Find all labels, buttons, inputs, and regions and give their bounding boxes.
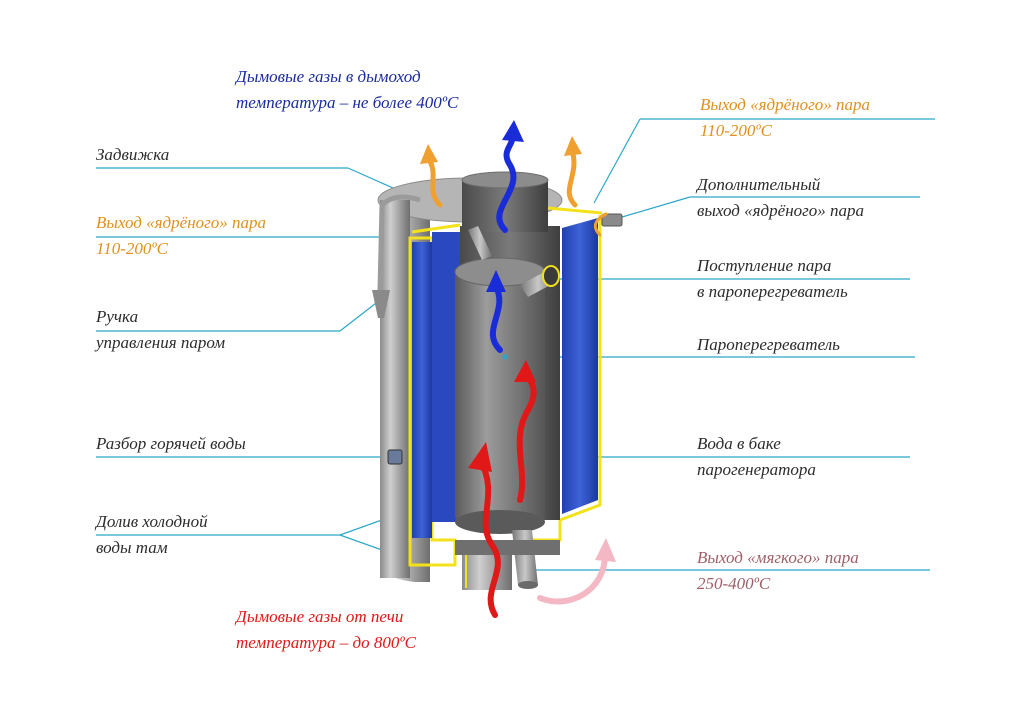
extra-outlet-nozzle [601,213,623,227]
damper-rod [377,194,421,291]
cooled-gas-arrow-2 [496,132,517,233]
water-right [562,218,598,514]
handle-grip [372,290,390,318]
superheater-bottom [455,510,545,534]
label-soft-steam: Выход «мягкого» пара 250-400ºC [697,548,859,593]
soft-steam-arrow [537,552,608,605]
top-rim-left [411,223,461,234]
label-steam-inlet: Поступление пара в пароперегреватель [697,256,848,301]
leader-lines [96,118,935,571]
left-shell-face [380,200,410,578]
soft-steam-pipe-end [518,581,538,589]
water-left [412,242,432,538]
steam-extra-arrow [593,212,608,237]
label-steam-left: Выход «ядрёного» пара 110-200ºC [96,213,267,258]
label-cold-water: Долив холодной воды там [96,512,208,557]
leader-dots [502,354,508,360]
label-steam-right: Выход «ядрёного» пара 110-200ºC [700,95,871,140]
label-damper: Задвижка [96,145,170,164]
steam-generator [372,171,623,590]
leader-cold-water-b [339,519,383,536]
hot-gas-arrow-1 [477,457,501,618]
bottom-flange [455,540,560,555]
flue-pipe-top [461,171,549,189]
leader-handle-b [339,299,381,332]
label-superheater: Пароперегреватель [697,335,840,354]
steam-right-arrow [566,147,578,208]
label-extra-outlet: Дополнительный выход «ядрёного» пара [697,175,865,220]
top-rim-right [547,206,603,215]
cooled-gas-arrow-1 [489,282,503,353]
soft-steam-pipe [512,530,538,585]
bottom-inlet-neck [462,555,512,590]
hot-water-tap [387,449,403,465]
inlet-pipe-mouth [542,265,560,287]
leader-steam-right-b [593,118,641,204]
label-flue-in: Дымовые газы от печи температура – до 80… [236,607,416,652]
label-flue-out: Дымовые газы в дымоход температура – не … [236,67,459,112]
label-water-tank: Вода в баке парогенератора [697,434,816,479]
label-handle: Ручка управления паром [96,307,226,352]
label-hot-water: Разбор горячей воды [96,434,246,453]
leader-extra-b [611,196,691,221]
leader-cold-water-c [339,534,383,551]
flows [420,120,616,618]
superheater-link-pipe [468,226,492,260]
